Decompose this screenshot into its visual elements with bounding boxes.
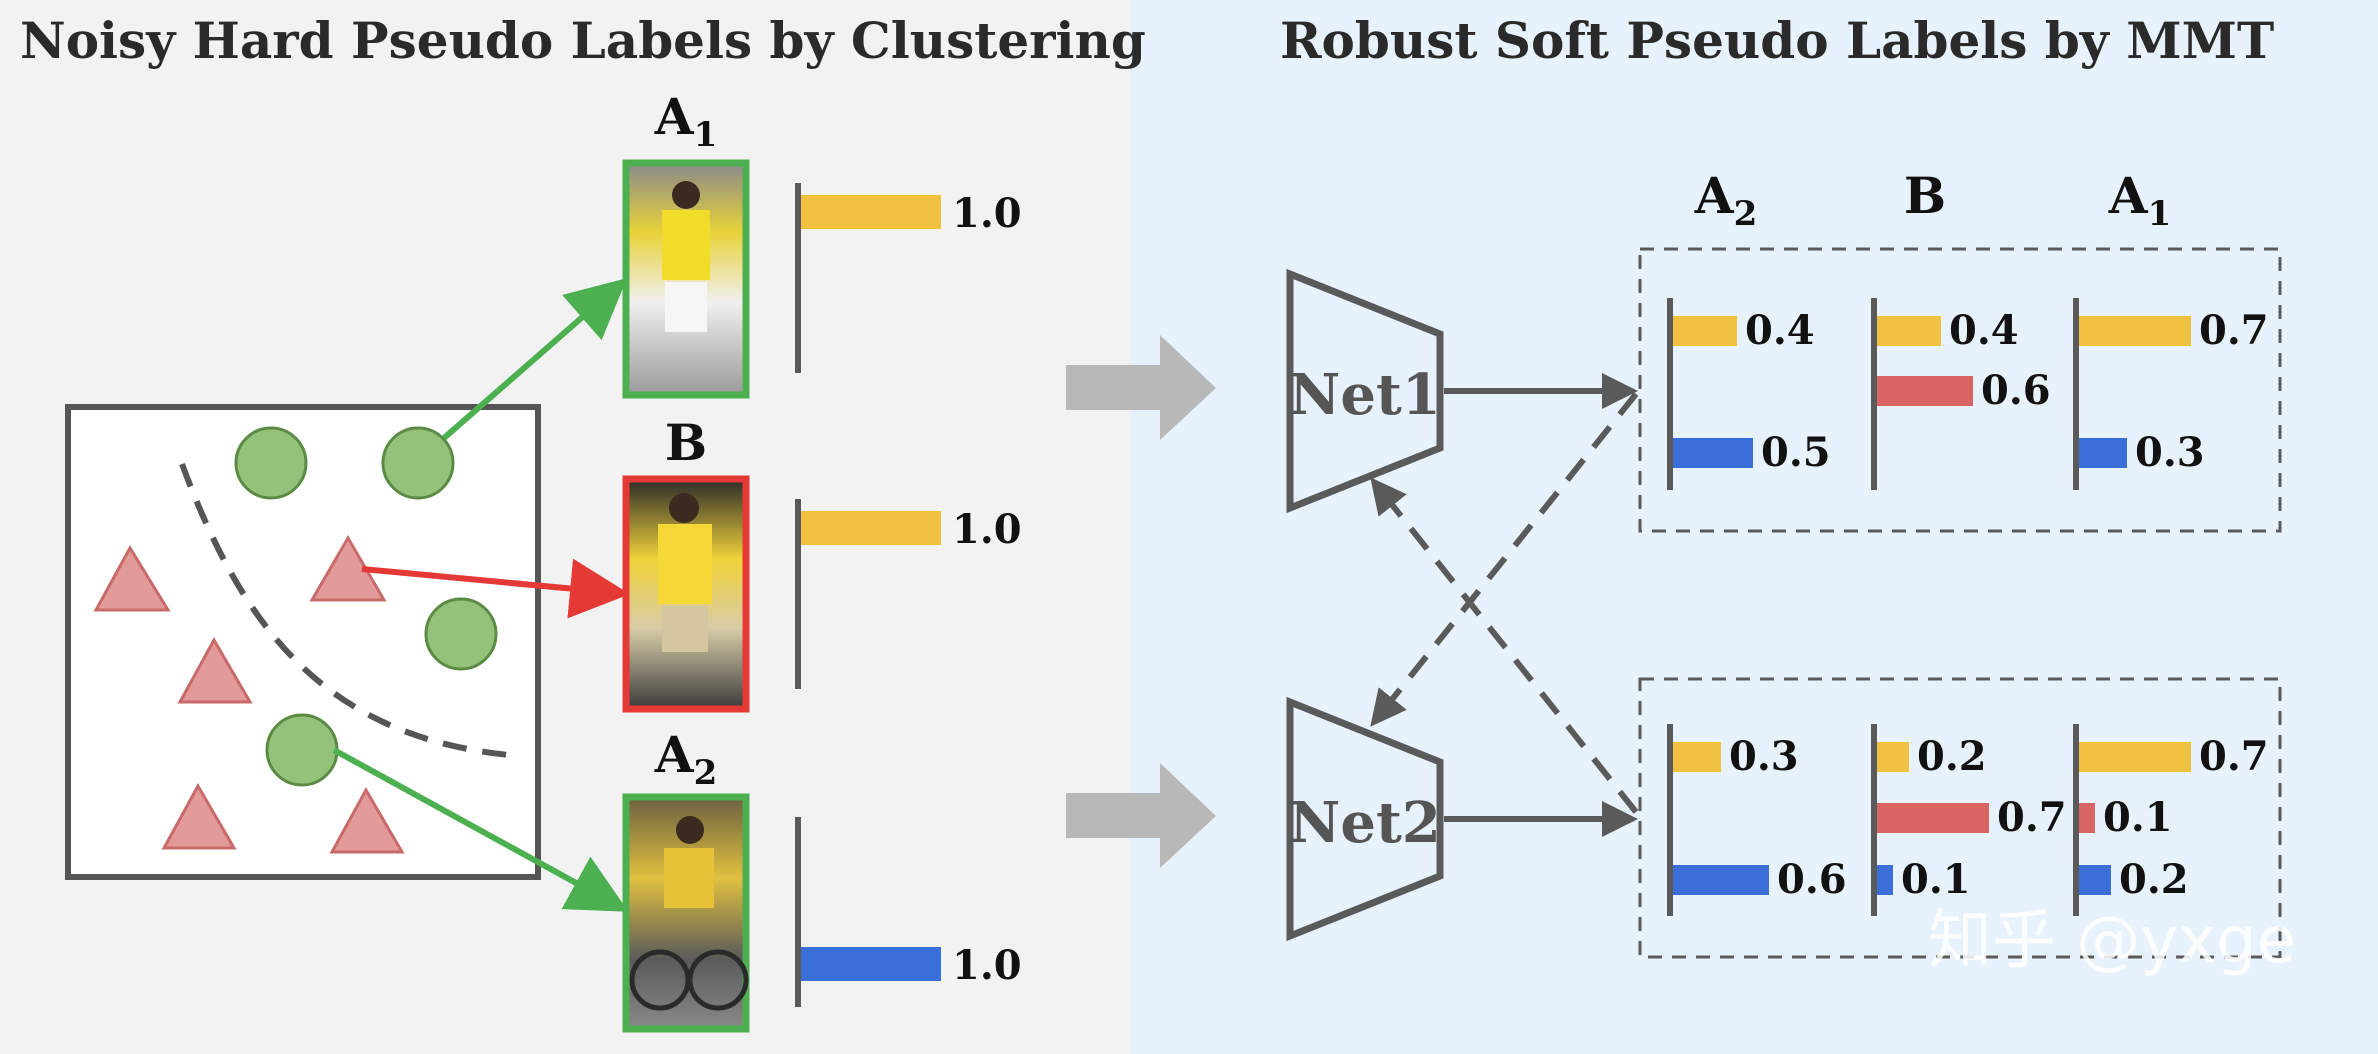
triangle-point bbox=[329, 786, 405, 854]
output-bar-yellow bbox=[2079, 316, 2191, 346]
right-panel-title: Robust Soft Pseudo Labels by MMT bbox=[1280, 11, 2274, 70]
column-label-0-subscript: 2 bbox=[1734, 194, 1758, 234]
circle-point bbox=[265, 713, 339, 787]
output-bar-blue bbox=[2079, 865, 2111, 895]
left-label-bar bbox=[801, 195, 941, 229]
left-label-0-subscript: 1 bbox=[694, 115, 718, 155]
cluster-triangles bbox=[93, 535, 405, 854]
block-arrow-bottom bbox=[1066, 763, 1216, 868]
net1-output-box bbox=[1638, 247, 2282, 533]
watermark: 知乎 @yxge bbox=[1928, 904, 2296, 978]
output-bar-blue bbox=[1877, 865, 1893, 895]
triangle-point bbox=[161, 782, 237, 850]
triangle-point bbox=[177, 636, 253, 704]
output-bar-value: 0.3 bbox=[2135, 429, 2205, 476]
circle-point bbox=[424, 597, 498, 671]
output-bar-value: 0.7 bbox=[2199, 307, 2269, 354]
output-bar-value: 0.7 bbox=[2199, 733, 2269, 780]
block-arrow-top bbox=[1066, 335, 1216, 440]
output-bar-value: 0.6 bbox=[1981, 367, 2051, 414]
person-image-a2 bbox=[622, 793, 750, 1033]
output-bar-value: 0.6 bbox=[1777, 856, 1847, 903]
triangle-point bbox=[93, 545, 171, 612]
output-bar-value: 0.5 bbox=[1761, 429, 1831, 476]
left-label-0: A1 bbox=[654, 87, 717, 155]
left-panel-title: Noisy Hard Pseudo Labels by Clustering bbox=[20, 11, 1146, 70]
output-bar-yellow bbox=[1877, 742, 1909, 772]
output-bar-yellow bbox=[1673, 316, 1737, 346]
output-bar-red bbox=[2079, 803, 2095, 833]
output-bar-value: 0.1 bbox=[1901, 856, 1971, 903]
left-label-0-letter: A bbox=[654, 87, 695, 146]
column-label-1: B bbox=[1904, 166, 1946, 225]
circle-point bbox=[381, 426, 455, 500]
output-bar-value: 0.4 bbox=[1949, 307, 2019, 354]
output-bar-value: 0.1 bbox=[2103, 794, 2173, 841]
cross-arrow-to-net1 bbox=[1370, 477, 1639, 814]
left-bar-value: 1.0 bbox=[952, 190, 1022, 237]
cluster-boundary bbox=[179, 462, 521, 759]
output-bar-value: 0.2 bbox=[2119, 856, 2189, 903]
output-bar-blue bbox=[1673, 438, 1753, 468]
right-panel-background bbox=[1130, 0, 2378, 1054]
person-image-a1 bbox=[622, 159, 750, 399]
left-label-2-subscript: 2 bbox=[694, 753, 718, 793]
output-bar-value: 0.7 bbox=[1997, 794, 2067, 841]
output-bars: 0.40.50.40.60.70.30.30.60.20.70.10.70.10… bbox=[1667, 298, 2269, 916]
cross-arrow-to-net2 bbox=[1370, 392, 1639, 727]
left-label-2: A2 bbox=[654, 725, 717, 793]
column-label-0: A2 bbox=[1694, 166, 1757, 234]
net1-label: Net1 bbox=[1289, 362, 1441, 428]
column-label-1-letter: B bbox=[1904, 166, 1946, 225]
arrow-to-b bbox=[361, 558, 630, 619]
person-image-b bbox=[622, 475, 750, 713]
left-label-bar bbox=[801, 947, 941, 981]
net2-output-box bbox=[1638, 677, 2282, 959]
output-bar-yellow bbox=[2079, 742, 2191, 772]
left-label-bars: 1.0 1.0 1.0 bbox=[795, 183, 1022, 1007]
left-bar-value: 1.0 bbox=[952, 506, 1022, 553]
arrow-to-a1 bbox=[442, 278, 628, 441]
output-bar-value: 0.4 bbox=[1745, 307, 1815, 354]
output-bar-red bbox=[1877, 376, 1973, 406]
output-bar-yellow bbox=[1877, 316, 1941, 346]
column-label-0-letter: A bbox=[1694, 166, 1735, 225]
output-bar-red bbox=[1877, 803, 1989, 833]
column-label-2-subscript: 1 bbox=[2148, 194, 2172, 234]
output-bar-value: 0.2 bbox=[1917, 733, 1987, 780]
column-label-2-letter: A bbox=[2108, 166, 2149, 225]
net1-shape bbox=[1286, 268, 1444, 514]
left-label-1-letter: B bbox=[665, 413, 707, 472]
cluster-circles bbox=[234, 426, 498, 787]
left-label-bar bbox=[801, 511, 941, 545]
left-label-2-letter: A bbox=[654, 725, 695, 784]
left-bar-value: 1.0 bbox=[952, 942, 1022, 989]
output-bar-blue bbox=[1673, 865, 1769, 895]
arrow-to-a2 bbox=[332, 747, 629, 912]
output-bar-blue bbox=[2079, 438, 2127, 468]
output-bar-yellow bbox=[1673, 742, 1721, 772]
net2-shape bbox=[1286, 696, 1444, 942]
left-label-1: B bbox=[665, 413, 707, 472]
net2-label: Net2 bbox=[1289, 790, 1441, 856]
output-bar-value: 0.3 bbox=[1729, 733, 1799, 780]
column-label-2: A1 bbox=[2108, 166, 2171, 234]
circle-point bbox=[234, 426, 308, 500]
